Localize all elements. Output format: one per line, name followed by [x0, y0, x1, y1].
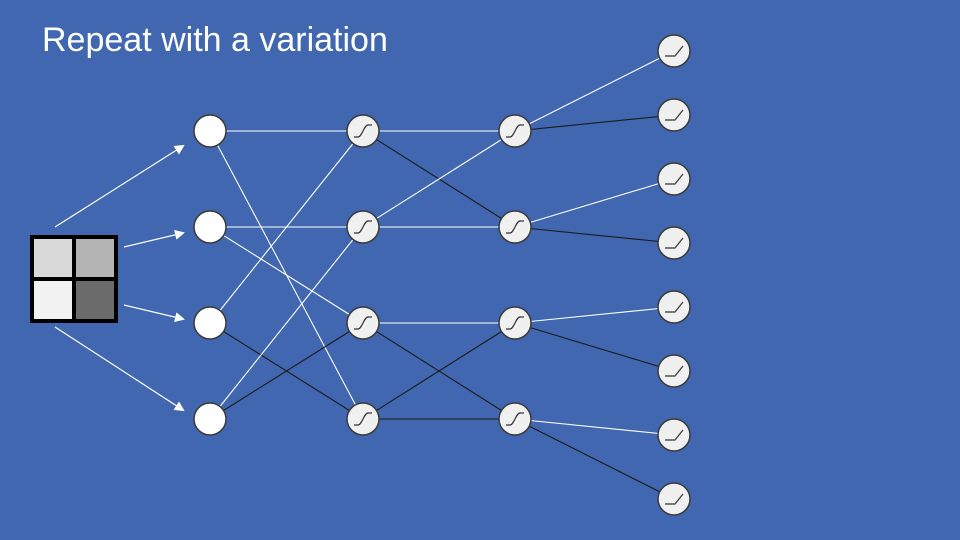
relu-neuron	[657, 162, 691, 196]
relu-icon	[665, 45, 684, 57]
relu-icon	[665, 109, 684, 121]
link	[514, 226, 675, 244]
relu-neuron	[657, 226, 691, 260]
hidden-layer-1	[346, 114, 380, 436]
input-node	[193, 306, 227, 340]
relu-neuron	[657, 34, 691, 68]
slide-title: Repeat with a variation	[42, 21, 388, 59]
relu-icon	[665, 429, 684, 441]
pixel-bottom-left	[34, 281, 72, 319]
sigmoid-icon	[506, 124, 524, 138]
link	[362, 322, 516, 420]
sigmoid-icon	[506, 316, 524, 330]
link	[514, 418, 675, 436]
hidden-layer-2	[498, 114, 532, 436]
sigmoid-neuron	[498, 306, 532, 340]
arrow-to-input-4	[54, 326, 185, 412]
input-layer	[193, 114, 227, 436]
link	[514, 50, 675, 132]
relu-icon	[665, 301, 684, 313]
relu-neuron	[657, 98, 691, 132]
sigmoid-icon	[506, 220, 524, 234]
arrow-to-input-2	[123, 229, 185, 248]
relu-neuron	[657, 482, 691, 516]
sigmoid-neuron	[498, 402, 532, 436]
sigmoid-icon	[354, 412, 372, 426]
sigmoid-neuron	[346, 306, 380, 340]
relu-icon	[665, 493, 684, 505]
sigmoid-neuron	[498, 210, 532, 244]
sigmoid-neuron	[346, 402, 380, 436]
sigmoid-icon	[354, 316, 372, 330]
link	[514, 306, 675, 324]
input-arrows	[54, 144, 185, 412]
input-node	[193, 210, 227, 244]
sigmoid-icon	[506, 412, 524, 426]
sigmoid-neuron	[346, 114, 380, 148]
relu-neuron	[657, 418, 691, 452]
link	[362, 130, 516, 228]
arrow-to-input-3	[123, 304, 185, 323]
sigmoid-neuron	[498, 114, 532, 148]
relu-icon	[665, 173, 684, 185]
relu-neuron	[657, 354, 691, 388]
output-layer	[657, 34, 691, 516]
link	[209, 226, 364, 324]
links-hidden1-to-hidden2	[362, 130, 516, 420]
link	[514, 114, 675, 132]
pixel-top-left	[34, 239, 72, 277]
arrow-to-input-1	[54, 144, 185, 228]
link	[209, 226, 364, 420]
relu-icon	[665, 237, 684, 249]
links-input-to-hidden1	[209, 130, 364, 420]
relu-icon	[665, 365, 684, 377]
link	[209, 130, 364, 324]
sigmoid-icon	[354, 220, 372, 234]
pixel-bottom-right	[76, 281, 114, 319]
pixel-top-right	[76, 239, 114, 277]
links-hidden2-to-output	[514, 50, 675, 500]
link	[514, 178, 675, 228]
link	[514, 322, 675, 372]
link	[514, 418, 675, 500]
relu-neuron	[657, 290, 691, 324]
input-image	[30, 235, 118, 323]
sigmoid-neuron	[346, 210, 380, 244]
link	[209, 322, 364, 420]
input-node	[193, 402, 227, 436]
input-node	[193, 114, 227, 148]
sigmoid-icon	[354, 124, 372, 138]
